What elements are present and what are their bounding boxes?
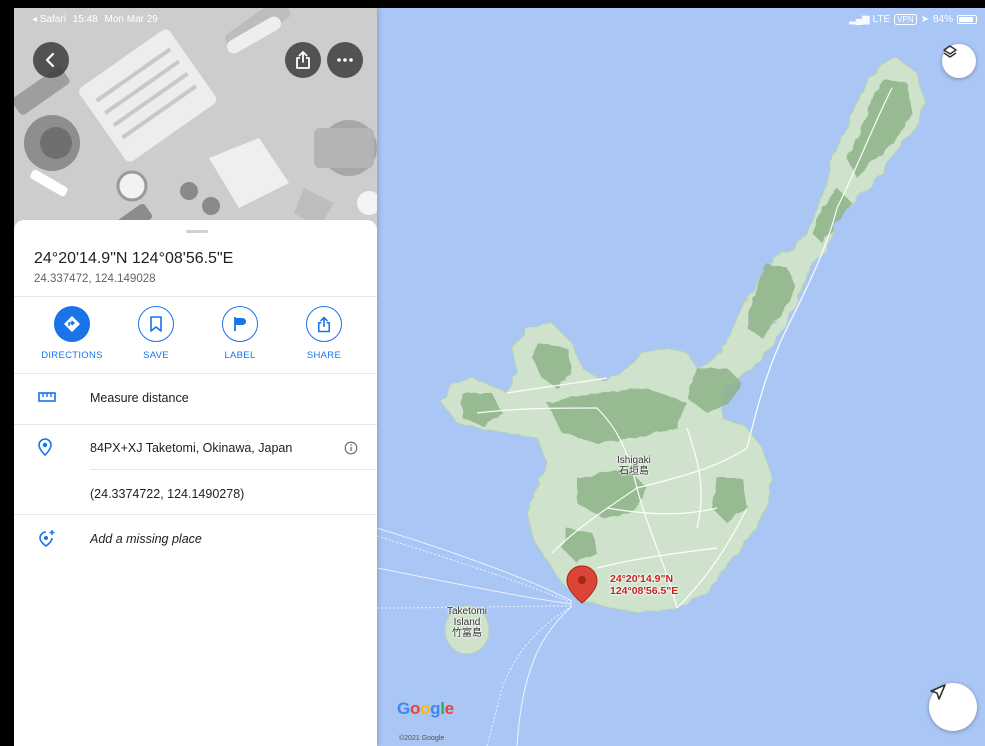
share-button[interactable]: SHARE <box>284 306 364 361</box>
save-button[interactable]: SAVE <box>116 306 196 361</box>
navigation-arrow-icon <box>930 684 946 700</box>
chevron-left-icon <box>45 52 55 68</box>
share-icon <box>317 316 331 332</box>
precise-coords-text: (24.3374722, 124.1490278) <box>90 487 245 501</box>
info-icon[interactable] <box>344 441 358 455</box>
status-date: Mon Mar 29 <box>104 14 158 25</box>
divider <box>90 469 377 470</box>
directions-label: DIRECTIONS <box>41 350 103 361</box>
taketomi-label: Taketomi Island 竹富島 <box>447 606 487 639</box>
divider <box>14 424 377 425</box>
share-icon <box>296 51 310 69</box>
map-canvas <box>377 57 926 746</box>
pin-label: 24°20'14.9"N 124°08'56.5"E <box>610 573 678 597</box>
label-icon-wrap <box>222 306 258 342</box>
vpn-badge: VPN <box>894 14 917 25</box>
island-label: Ishigaki 石垣島 <box>617 455 651 477</box>
my-location-button[interactable] <box>929 683 977 731</box>
label-button[interactable]: LABEL <box>200 306 280 361</box>
divider <box>14 373 377 374</box>
share-label: SHARE <box>306 350 342 361</box>
place-panel: 24°20'14.9"N 124°08'56.5"E 24.337472, 12… <box>14 8 377 746</box>
pin-label-lng: 124°08'56.5"E <box>610 585 679 597</box>
label-label: LABEL <box>224 350 256 361</box>
add-missing-place-text: Add a missing place <box>90 532 202 546</box>
ruler-icon <box>38 392 56 402</box>
directions-button[interactable]: DIRECTIONS <box>32 306 112 361</box>
taketomi-label-line2: Island <box>453 617 481 628</box>
save-icon-wrap <box>138 306 174 342</box>
ferry-routes <box>377 527 573 746</box>
layers-icon <box>943 45 957 58</box>
directions-icon-wrap <box>54 306 90 342</box>
more-horizontal-icon <box>337 58 353 62</box>
back-to-safari[interactable]: ◂ Safari <box>32 14 66 25</box>
bookmark-icon <box>150 316 162 332</box>
flag-icon <box>234 317 246 331</box>
ishigaki-island <box>441 57 926 614</box>
network-type: LTE <box>872 14 891 25</box>
save-label: SAVE <box>143 350 169 361</box>
taketomi-label-jp: 竹富島 <box>452 628 482 639</box>
precise-coords-row[interactable]: (24.3374722, 124.1490278) <box>14 470 377 514</box>
place-sheet: 24°20'14.9"N 124°08'56.5"E 24.337472, 12… <box>14 220 377 746</box>
screen: Ishigaki 石垣島 Taketomi Island 竹富島 24°20'1… <box>14 8 985 746</box>
share-header-button[interactable] <box>285 42 321 78</box>
measure-distance-row[interactable]: Measure distance <box>14 374 377 424</box>
divider <box>14 514 377 515</box>
status-bar-left: ◂ Safari 15:48 Mon Mar 29 <box>32 14 158 25</box>
location-pin-icon <box>38 438 52 456</box>
island-label-en: Ishigaki <box>617 455 651 466</box>
pin-label-lat: 24°20'14.9"N <box>610 573 674 585</box>
location-services-icon: ➤ <box>920 14 929 25</box>
share-icon-wrap <box>306 306 342 342</box>
place-decimal-coords: 24.337472, 124.149028 <box>34 273 156 285</box>
add-missing-place-row[interactable]: Add a missing place <box>14 515 377 561</box>
signal-icon: ▂▄▆ <box>849 14 869 25</box>
taketomi-label-line1: Taketomi <box>447 606 488 617</box>
battery-percent: 84% <box>932 14 953 25</box>
header-illustration <box>14 8 377 238</box>
layers-button[interactable] <box>942 44 976 78</box>
more-options-button[interactable] <box>327 42 363 78</box>
battery-icon <box>957 15 977 24</box>
plus-code-row[interactable]: 84PX+XJ Taketomi, Okinawa, Japan <box>14 425 377 470</box>
measure-distance-text: Measure distance <box>90 391 189 405</box>
island-label-jp: 石垣島 <box>618 466 649 477</box>
taketomi-island <box>444 605 490 655</box>
location-pin[interactable] <box>566 565 598 604</box>
google-logo: Google <box>397 699 454 718</box>
map-view[interactable]: Ishigaki 石垣島 Taketomi Island 竹富島 24°20'1… <box>377 8 985 746</box>
place-title: 24°20'14.9"N 124°08'56.5"E <box>34 250 234 267</box>
map-copyright: ©2021 Google <box>399 735 445 742</box>
divider <box>14 296 377 297</box>
add-location-icon <box>39 530 55 547</box>
plus-code-text: 84PX+XJ Taketomi, Okinawa, Japan <box>90 441 293 455</box>
drag-handle[interactable] <box>186 230 208 233</box>
travel-pattern-illustration <box>14 8 377 238</box>
back-button[interactable] <box>33 42 69 78</box>
status-bar-right: ▂▄▆ LTE VPN ➤ 84% <box>849 14 977 25</box>
status-time: 15:48 <box>72 14 98 25</box>
directions-icon <box>64 316 80 332</box>
